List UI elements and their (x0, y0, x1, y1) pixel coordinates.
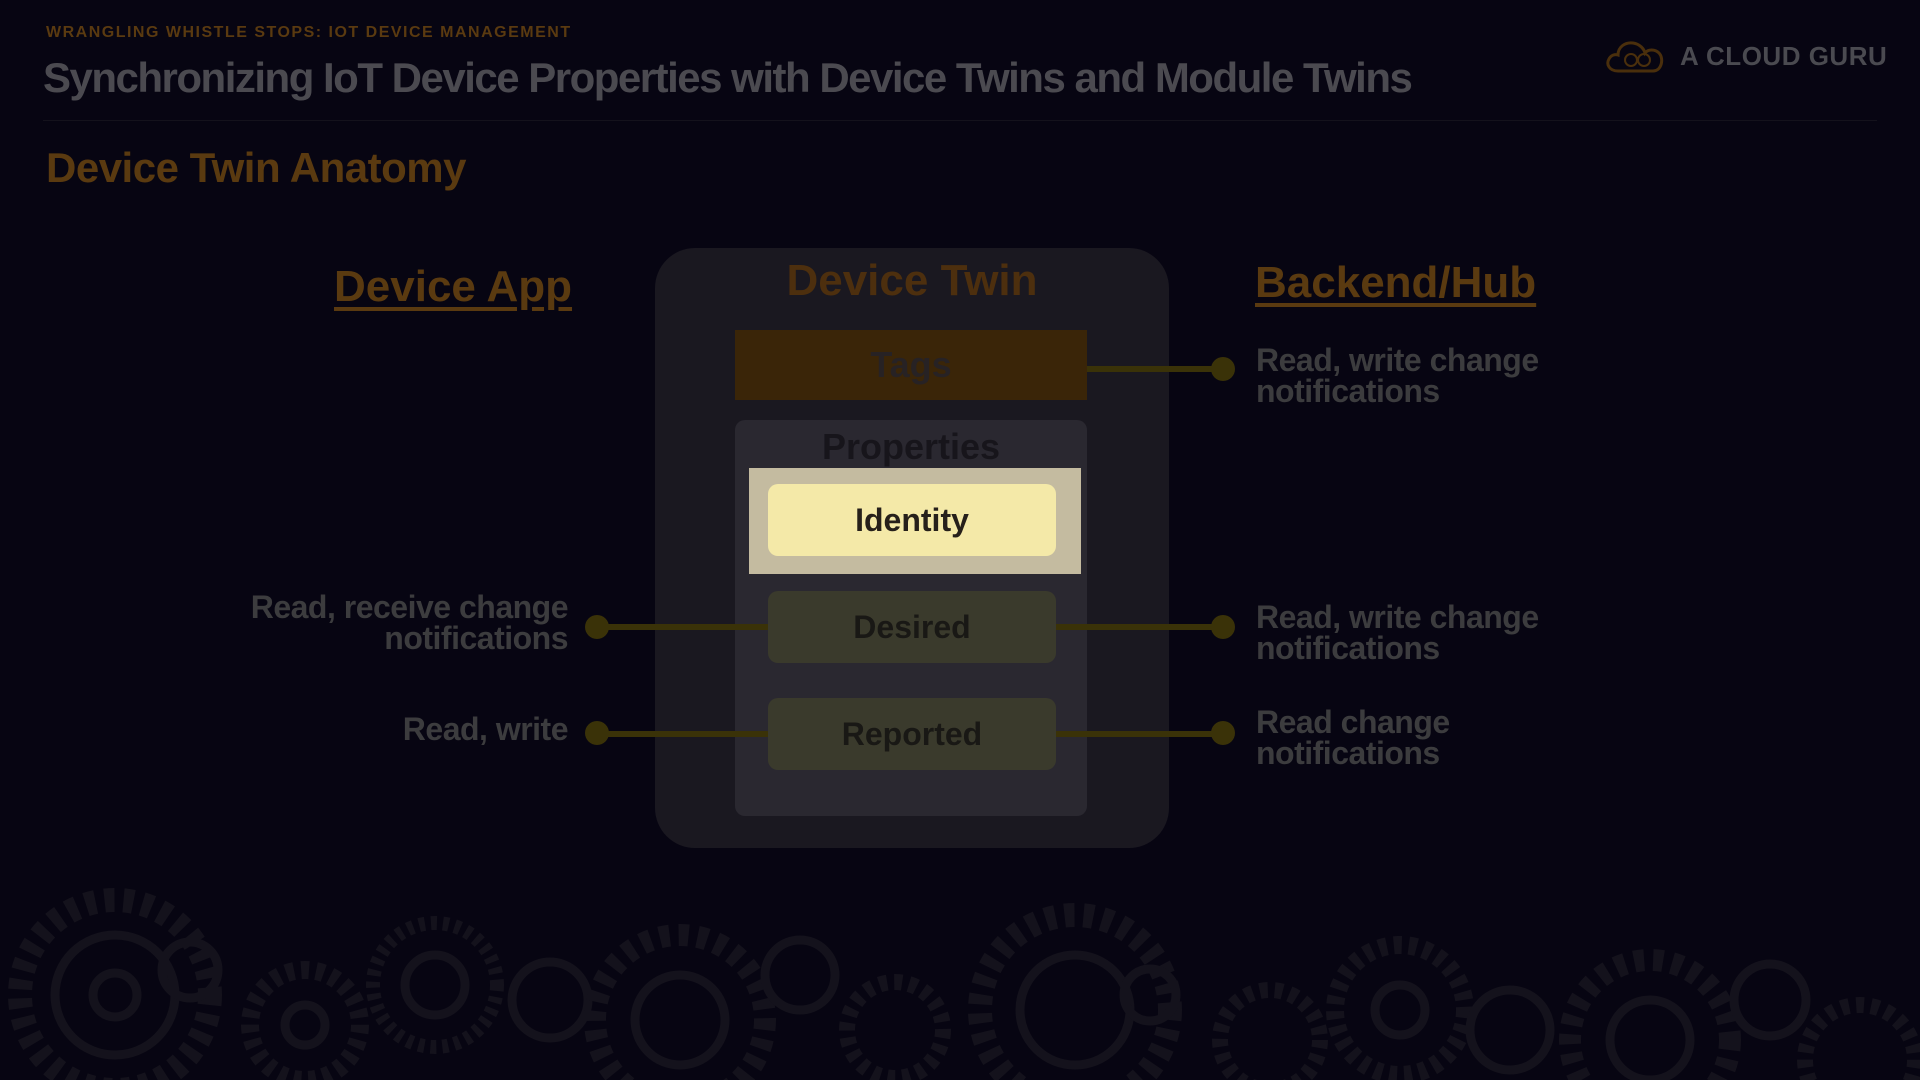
gears-icon (8, 888, 1920, 1080)
identity-label: Identity (855, 501, 969, 538)
reported-backend-dot (1211, 721, 1235, 745)
tags-label: Tags (870, 344, 952, 385)
backend-reported-access-line1: Read change (1256, 704, 1450, 740)
reported-box: Reported (768, 698, 1056, 770)
device-twin-title: Device Twin (786, 256, 1038, 305)
properties-label: Properties (821, 426, 1001, 467)
desired-box: Desired (768, 591, 1056, 663)
tags-backend-dot (1211, 357, 1235, 381)
course-kicker: WRANGLING WHISTLE STOPS: IOT DEVICE MANA… (46, 24, 572, 41)
backend-tags-access-line1: Read, write change (1256, 342, 1539, 378)
desired-device-connector (597, 624, 768, 630)
backend-desired-access-text: Read, write change notifications (1256, 599, 1539, 666)
slide-title: Synchronizing IoT Device Properties with… (43, 54, 1413, 101)
device-reported-access-line1: Read, write (402, 711, 569, 747)
backend-hub-heading: Backend/Hub (1255, 258, 1537, 307)
cloud-icon (1606, 41, 1664, 73)
device-desired-access-text: Read, receive change notifications (250, 589, 569, 656)
tags-box: Tags (735, 330, 1087, 400)
reported-device-dot (585, 721, 609, 745)
reported-label: Reported (841, 715, 983, 752)
tags-backend-connector (1087, 366, 1224, 372)
desired-backend-connector (1056, 624, 1226, 630)
device-desired-access-line2: notifications (384, 620, 568, 656)
device-app-heading: Device App (334, 262, 573, 311)
reported-device-connector (597, 731, 768, 737)
brand-logo-text: A CLOUD GURU (1680, 40, 1888, 71)
backend-tags-access-line2: notifications (1256, 373, 1440, 409)
device-desired-access-line1: Read, receive change (250, 589, 569, 625)
backend-reported-access-line2: notifications (1256, 735, 1440, 771)
backend-desired-access-line1: Read, write change (1256, 599, 1539, 635)
section-title: Device Twin Anatomy (46, 144, 466, 191)
identity-box: Identity (768, 484, 1056, 556)
backend-tags-access-text: Read, write change notifications (1256, 342, 1539, 409)
backend-reported-access-text: Read change notifications (1256, 704, 1450, 771)
desired-device-dot (585, 615, 609, 639)
header-divider (43, 120, 1877, 121)
desired-label: Desired (853, 608, 971, 645)
brand-logo: A CLOUD GURU (1604, 38, 1887, 74)
reported-backend-connector (1056, 731, 1226, 737)
desired-backend-dot (1211, 615, 1235, 639)
backend-desired-access-line2: notifications (1256, 630, 1440, 666)
device-reported-access-text: Read, write (402, 711, 569, 747)
